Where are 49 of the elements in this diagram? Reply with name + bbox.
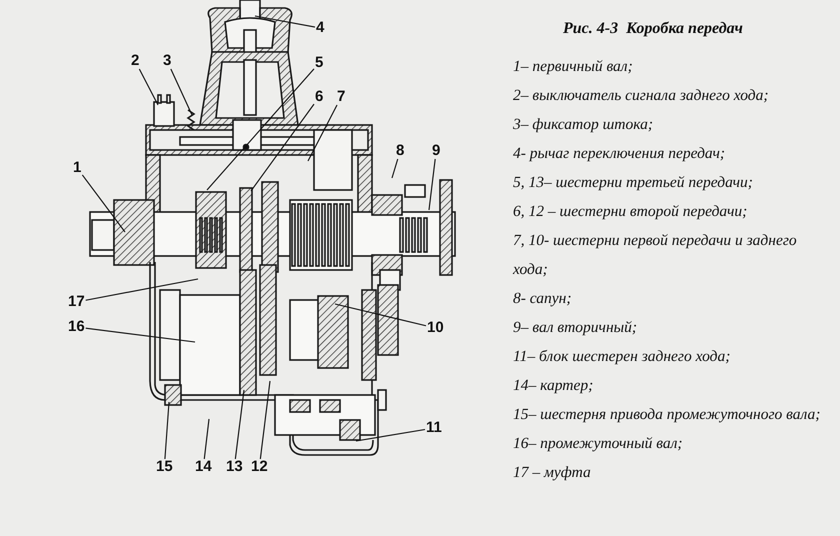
callout-number: 8 xyxy=(395,143,406,159)
callout-number: 5 xyxy=(314,55,324,71)
callout-number: 3 xyxy=(162,53,172,69)
leader-line xyxy=(308,104,338,162)
callout-number: 13 xyxy=(225,459,244,475)
leader-line xyxy=(250,104,314,192)
leader-line xyxy=(356,428,426,442)
leader-line xyxy=(86,328,196,343)
callout-number: 16 xyxy=(67,319,86,335)
callout-number: 1 xyxy=(72,160,82,176)
callout-number: 9 xyxy=(431,143,442,159)
leader-line xyxy=(334,303,426,326)
legend-text: 2– выключатель сигнала заднего хода; xyxy=(513,86,770,106)
callout-number: 10 xyxy=(426,320,445,336)
legend-text: 5, 13– шестерни третьей передачи; xyxy=(513,173,754,193)
legend-text: 14– картер; xyxy=(513,376,594,396)
leader-line xyxy=(391,158,398,178)
callout-number: 7 xyxy=(336,89,346,105)
leader-line xyxy=(204,418,210,460)
legend-text: 16– промежуточный вал; xyxy=(513,434,684,454)
legend-text: 8- сапун; xyxy=(513,289,572,309)
legend-text: 9– вал вторичный; xyxy=(513,318,638,338)
leader-line xyxy=(254,15,316,28)
legend-text: 6, 12 – шестерни второй передачи; xyxy=(513,202,748,222)
legend-text: 1– первичный вал; xyxy=(513,57,634,77)
leader-line xyxy=(170,68,192,116)
callout-number: 6 xyxy=(314,89,324,105)
figure-title: Рис. 4-3 Коробка передач xyxy=(563,20,743,38)
legend-text: 7, 10- шестерни первой передачи и заднего хода; xyxy=(513,231,798,280)
leader-line xyxy=(206,68,314,190)
legend-text: 15– шестерня привода промежуточного вала; xyxy=(513,405,822,425)
callout-number: 14 xyxy=(194,459,213,475)
callout-number: 2 xyxy=(130,53,140,69)
leader-line xyxy=(260,380,271,460)
callout-number: 15 xyxy=(155,459,174,475)
callout-number: 4 xyxy=(315,20,326,36)
callout-number: 11 xyxy=(425,420,443,436)
legend-text: 3– фиксатор штока; xyxy=(513,115,654,135)
leader-line xyxy=(138,68,158,106)
callout-number: 17 xyxy=(67,294,86,310)
leader-line xyxy=(164,402,170,460)
legend-text: 11– блок шестерен заднего хода; xyxy=(513,347,732,367)
legend-text: 17 – муфта xyxy=(513,463,592,483)
leader-line xyxy=(86,278,198,301)
leader-line xyxy=(234,390,245,460)
leader-line xyxy=(428,158,436,210)
legend-text: 4- рычаг переключения передач; xyxy=(513,144,726,164)
leader-line xyxy=(82,174,126,232)
callout-number: 12 xyxy=(250,459,269,475)
